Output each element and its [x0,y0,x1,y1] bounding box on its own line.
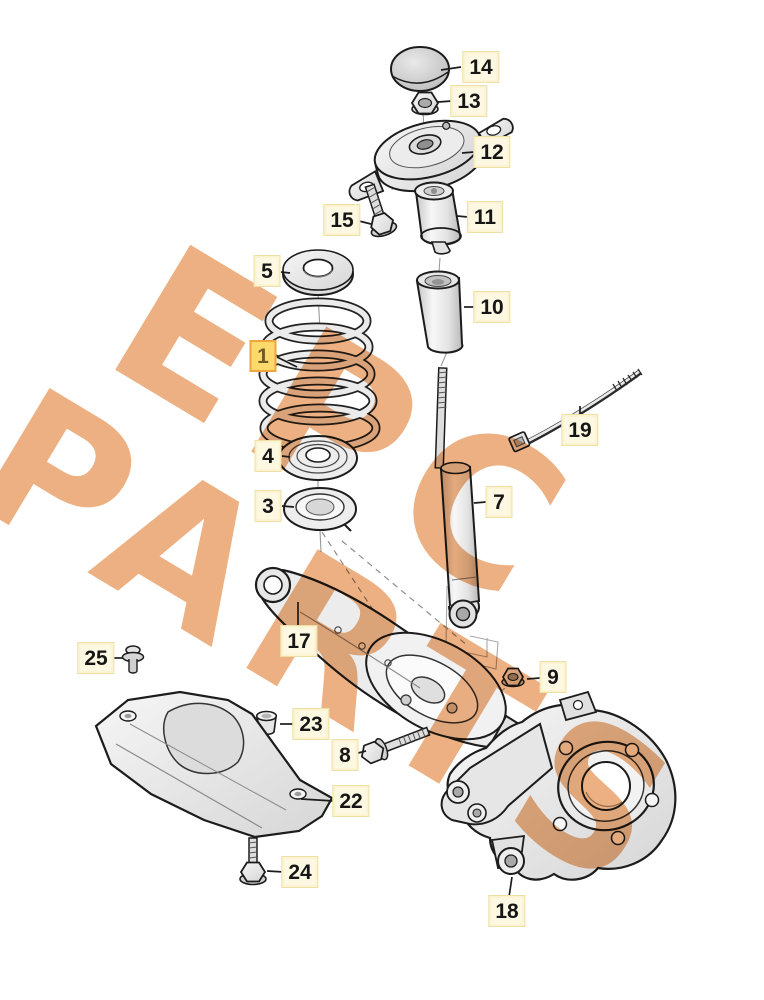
callout-18[interactable]: 18 [488,895,526,927]
callout-19[interactable]: 19 [561,414,599,446]
strut-mount-part-12 [348,117,514,202]
wheel-knuckle-part-18 [440,690,677,881]
spring-seat-part-4 [278,435,358,481]
callout-22[interactable]: 22 [332,785,370,817]
callout-5[interactable]: 5 [253,255,281,287]
callout-24[interactable]: 24 [281,856,319,888]
callout-25[interactable]: 25 [77,642,115,674]
bolt-part-24 [239,837,267,886]
coil-spring-part-1 [258,297,381,453]
callout-7[interactable]: 7 [485,486,513,518]
callout-13[interactable]: 13 [450,85,488,117]
stone-guard-part-22 [94,690,334,839]
hex-nut-part-13 [410,91,440,116]
spring-pad-part-3 [283,487,357,532]
cable-tie-part-19 [508,368,643,453]
callout-10[interactable]: 10 [473,291,511,323]
callout-11[interactable]: 11 [466,201,504,233]
callout-4[interactable]: 4 [254,440,282,472]
callout-15[interactable]: 15 [323,204,361,236]
dust-cover-part-10 [415,270,464,354]
callout-3[interactable]: 3 [254,490,282,522]
rivet-part-25 [121,645,145,674]
callout-1[interactable]: 1 [249,340,277,372]
callout-23[interactable]: 23 [292,708,330,740]
hex-nut-part-9 [501,667,525,688]
cap-part-14 [390,46,450,92]
callout-14[interactable]: 14 [462,51,500,83]
callout-17[interactable]: 17 [280,625,318,657]
bolt-part-15 [364,183,398,238]
callout-12[interactable]: 12 [473,136,511,168]
shock-absorber-part-7 [434,367,481,629]
callout-9[interactable]: 9 [539,661,567,693]
bolt-part-8 [360,726,431,765]
upper-spring-plate-part-5 [282,249,354,296]
bump-stop-part-11 [414,181,462,255]
callout-8[interactable]: 8 [331,739,359,771]
